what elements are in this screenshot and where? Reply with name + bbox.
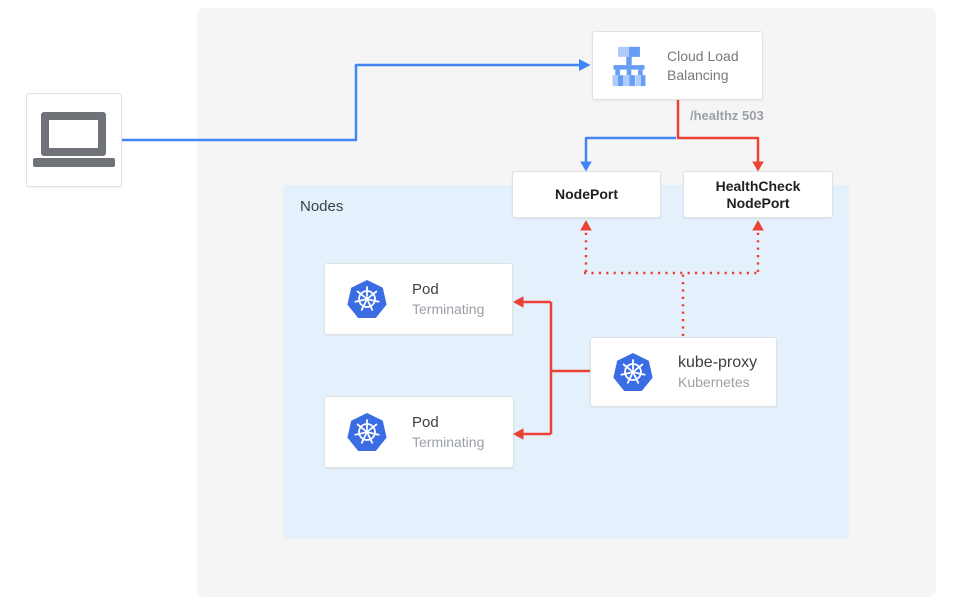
kube-proxy-subtitle: Kubernetes — [678, 373, 750, 390]
healthcheck-label-line1: HealthCheck — [715, 177, 801, 194]
kubernetes-icon — [612, 352, 654, 392]
cloud-load-balancing-icon — [607, 45, 651, 87]
kubernetes-icon — [346, 279, 388, 319]
nodes-label: Nodes — [300, 198, 344, 215]
laptop-icon — [33, 112, 115, 168]
cloud-lb-title-line1: Cloud Load — [667, 47, 739, 64]
healthcheck-nodeport-card: HealthCheck NodePort — [683, 171, 833, 218]
cloud-load-balancing-card: Cloud Load Balancing — [592, 31, 763, 100]
pod-title: Pod — [412, 280, 439, 298]
pod-status: Terminating — [412, 300, 485, 317]
kube-proxy-card: kube-proxy Kubernetes — [590, 337, 777, 407]
nodeport-card: NodePort — [512, 171, 661, 218]
pod-title: Pod — [412, 413, 439, 431]
nodeport-label: NodePort — [555, 186, 618, 202]
pod-status: Terminating — [412, 433, 485, 450]
pod-terminating-card-1: Pod Terminating — [324, 263, 513, 335]
pod-terminating-card-2: Pod Terminating — [324, 396, 514, 468]
cloud-lb-title-line2: Balancing — [667, 66, 729, 83]
client-card — [26, 93, 122, 187]
healthz-503-label: /healthz 503 — [690, 108, 764, 123]
kubernetes-icon — [346, 412, 388, 452]
kube-proxy-title: kube-proxy — [678, 353, 758, 371]
healthcheck-label-line2: NodePort — [726, 194, 790, 211]
